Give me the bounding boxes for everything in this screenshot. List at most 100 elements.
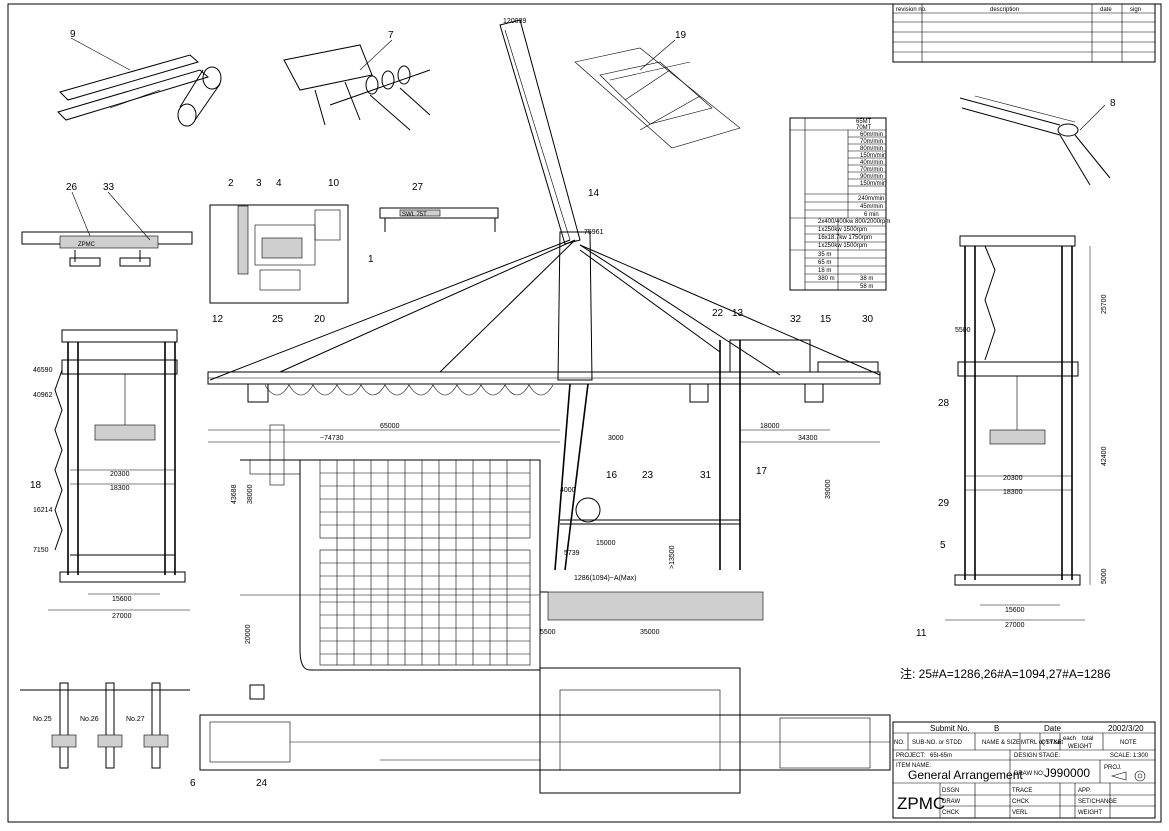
svg-text:1x250kw 1500rpm: 1x250kw 1500rpm	[818, 243, 867, 249]
dim-39000: 39000	[825, 479, 832, 499]
svg-text:MTRL or STKE: MTRL or STKE	[1021, 740, 1061, 746]
dim-20000: 20000	[245, 624, 252, 644]
part-label-1: 1	[368, 254, 374, 265]
drawing-number: J990000	[1044, 766, 1090, 780]
svg-text:45m/min: 45m/min	[860, 204, 883, 210]
part-label-30: 30	[862, 314, 874, 325]
spreader-label: SWL 75T	[402, 212, 427, 218]
svg-text:35 m: 35 m	[818, 252, 831, 258]
left-dim-16214: 16214	[33, 507, 53, 514]
part-label-12: 12	[212, 314, 224, 325]
svg-text:6 min: 6 min	[864, 212, 879, 218]
drawing-title: General Arrangement	[908, 768, 1023, 782]
svg-text:2x400/400kw 800/2000rpm: 2x400/400kw 800/2000rpm	[818, 219, 890, 225]
part-label-31: 31	[700, 470, 712, 481]
right-dim-42400: 42400	[1101, 446, 1108, 466]
part-label-25: 25	[272, 314, 284, 325]
svg-text:NOTE: NOTE	[1120, 740, 1137, 746]
right-end-view	[945, 235, 1091, 621]
svg-text:150m/min: 150m/min	[860, 153, 886, 159]
apex-height: 75961	[584, 229, 604, 236]
left-dim-46590: 46590	[33, 367, 53, 374]
svg-text:ITEM NAME:: ITEM NAME:	[896, 763, 931, 769]
part-label-9: 9	[70, 29, 76, 40]
svg-text:PROJ.: PROJ.	[1104, 765, 1122, 771]
sketch-26-33-trolley: ZPMC	[21, 231, 193, 267]
left-dim-20300: 20300	[110, 471, 130, 478]
part-label-6: 24	[256, 778, 268, 789]
spec-table: 65MT 70MT 60m/min 70m/min 80m/min 150m/m…	[789, 117, 890, 291]
dim-13500: >13500	[669, 545, 676, 569]
overall-dim: ~74730	[320, 435, 344, 442]
svg-text:DRAW NO:: DRAW NO:	[1014, 771, 1045, 777]
vessel-container-bay	[240, 424, 541, 700]
part-label-21: 28	[938, 398, 950, 409]
dim-5739: 5739	[564, 550, 580, 557]
wheel-label: ZPMC	[78, 242, 96, 248]
svg-text:B: B	[994, 724, 999, 733]
machinery-house-plan	[209, 204, 349, 304]
sheet-border	[7, 3, 1162, 823]
date-header: date	[1100, 7, 1112, 13]
description-header: description	[990, 7, 1019, 13]
svg-text:240m/min: 240m/min	[858, 196, 884, 202]
part-label-33: 33	[103, 182, 115, 193]
part-label-13: 13	[732, 308, 744, 319]
part-label-15: 15	[820, 314, 832, 325]
svg-text:Submit No.: Submit No.	[930, 724, 970, 733]
part-label-14: 14	[588, 188, 600, 199]
svg-text:40m/min: 40m/min	[860, 160, 883, 166]
part-label-28: 29	[938, 498, 950, 509]
project-name: 65t-65m	[930, 753, 952, 759]
part-label-16: 16	[606, 470, 618, 481]
backreach-dim: 18000	[760, 423, 780, 430]
left-dim-40962: 40962	[33, 392, 53, 399]
part-label-17: 17	[756, 466, 768, 477]
sign-header: sign	[1130, 7, 1141, 13]
left-dim-7150: 7150	[33, 547, 49, 554]
svg-text:APP.: APP.	[1078, 788, 1091, 794]
part-label-2: 2	[228, 178, 234, 189]
right-dim-15600: 15600	[1005, 607, 1025, 614]
svg-text:65 m: 65 m	[818, 260, 831, 266]
dim-15000: 15000	[596, 540, 616, 547]
svg-text:18 m: 18 m	[818, 268, 831, 274]
svg-text:PROJECT:: PROJECT:	[896, 753, 925, 759]
svg-text:65MT: 65MT	[856, 119, 872, 125]
dim-5500: 5500	[540, 629, 556, 636]
part-label-4: 4	[276, 178, 282, 189]
svg-text:70m/min: 70m/min	[860, 139, 883, 145]
dim-3000: 3000	[608, 435, 624, 442]
svg-text:150m/min: 150m/min	[860, 181, 886, 187]
svg-text:70MT: 70MT	[856, 125, 872, 131]
svg-text:380 m: 380 m	[818, 276, 835, 282]
title-block	[892, 721, 1156, 819]
svg-text:DRAW: DRAW	[942, 799, 960, 805]
part-label-11: 6	[190, 778, 196, 789]
svg-text:70m/min: 70m/min	[860, 167, 883, 173]
right-dim-20300: 20300	[1003, 475, 1023, 482]
part-label-27: 27	[412, 182, 424, 193]
svg-text:1x250kw 1500rpm: 1x250kw 1500rpm	[818, 227, 867, 233]
spreader-sketch-27: SWL 75T	[379, 207, 499, 232]
svg-text:CHCK: CHCK	[1012, 799, 1029, 805]
right-dim-5500: 5500	[955, 327, 971, 334]
dim-34300: 34300	[798, 435, 818, 442]
svg-text:DSGN: DSGN	[942, 788, 959, 794]
svg-text:total: total	[1082, 736, 1093, 742]
left-dim-15600: 15600	[112, 596, 132, 603]
plan-view	[199, 667, 891, 794]
svg-text:Date: Date	[1044, 724, 1061, 733]
part-label-7: 7	[388, 30, 394, 41]
svg-text:90m/min: 90m/min	[860, 174, 883, 180]
right-dim-25700: 25700	[1101, 294, 1108, 314]
drawing-scale: SCALE: 1:300	[1110, 753, 1149, 759]
revision-table: revision no. description date sign	[892, 3, 1156, 63]
part-label-32: 32	[790, 314, 802, 325]
right-dim-27000: 27000	[1005, 622, 1025, 629]
svg-text:16x18.7kw 1750rpm: 16x18.7kw 1750rpm	[818, 235, 872, 241]
svg-text:NO.: NO.	[894, 740, 905, 746]
dim-1286: 1286(1094)~A(Max)	[574, 575, 636, 582]
inset-label-27: No.27	[126, 716, 145, 723]
